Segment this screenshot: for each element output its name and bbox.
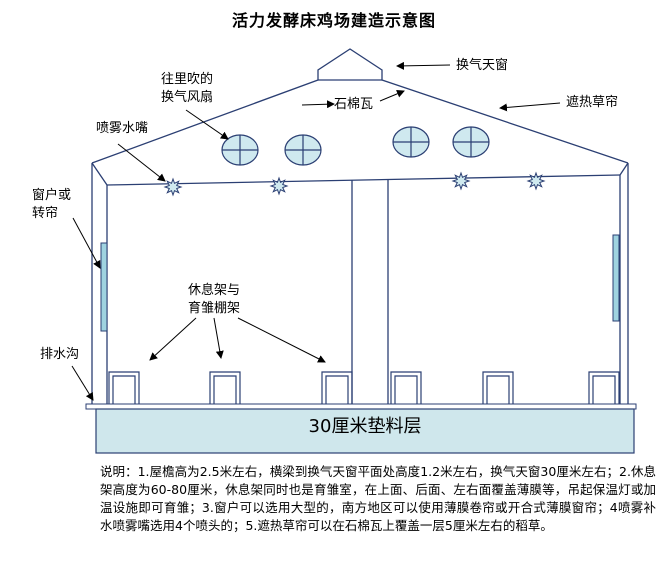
barn-walls — [91, 162, 629, 404]
label-rack-line2: 育雏棚架 — [188, 301, 241, 316]
label-asbestos-tile: 石棉瓦 — [334, 97, 374, 112]
arrow-icon — [149, 317, 197, 361]
label-window-line2: 转帘 — [32, 206, 59, 221]
label-straw-curtain: 遮热草帘 — [566, 95, 619, 110]
center-column — [351, 179, 389, 404]
fan-icon — [452, 126, 490, 158]
arrow-icon — [301, 100, 335, 109]
label-nozzle: 喷雾水嘴 — [96, 121, 149, 136]
rack-group — [108, 371, 620, 404]
diagram-title: 活力发酵床鸡场建造示意图 — [231, 11, 436, 30]
arrow-icon — [213, 317, 224, 359]
fan-icon — [284, 134, 322, 166]
arrow-icon — [71, 365, 94, 401]
window-icon — [612, 234, 620, 322]
arrow-icon — [72, 217, 101, 269]
rack-icon — [390, 371, 422, 404]
rack-icon — [321, 371, 353, 404]
arrow-icon — [379, 90, 405, 102]
arrow-icon — [117, 143, 166, 182]
ground-line — [85, 403, 637, 410]
label-vent-window: 换气天窗 — [456, 58, 509, 73]
arrow-icon — [499, 102, 561, 112]
window-icon — [100, 242, 108, 332]
label-rack-line1: 休息架与 — [188, 283, 241, 298]
roof-outline — [91, 48, 629, 164]
nozzle-icon — [451, 171, 471, 191]
nozzle-icon — [163, 177, 183, 197]
label-fan-line2: 换气风扇 — [161, 90, 214, 105]
arrow-icon — [185, 109, 229, 140]
arrow-icon — [237, 317, 326, 363]
rack-icon — [209, 371, 241, 404]
nozzle-icon — [526, 171, 546, 191]
rack-icon — [108, 371, 140, 404]
bedding-label: 30厘米垫料层 — [308, 416, 422, 437]
crossbeam — [106, 174, 621, 186]
fan-icon — [221, 134, 259, 166]
rack-icon — [588, 371, 620, 404]
nozzle-group — [163, 171, 546, 197]
rack-icon — [482, 371, 514, 404]
label-fan-line1: 往里吹的 — [161, 72, 214, 87]
nozzle-icon — [269, 176, 289, 196]
fan-icon — [392, 126, 430, 158]
bedding-layer — [95, 408, 635, 454]
arrow-icon — [396, 61, 451, 70]
explanation-note: 说明：1.屋檐高为2.5米左右，横梁到换气天窗平面处高度1.2米左右，换气天窗3… — [100, 464, 656, 533]
label-drain: 排水沟 — [40, 347, 80, 362]
label-window-line1: 窗户或 — [32, 188, 72, 203]
